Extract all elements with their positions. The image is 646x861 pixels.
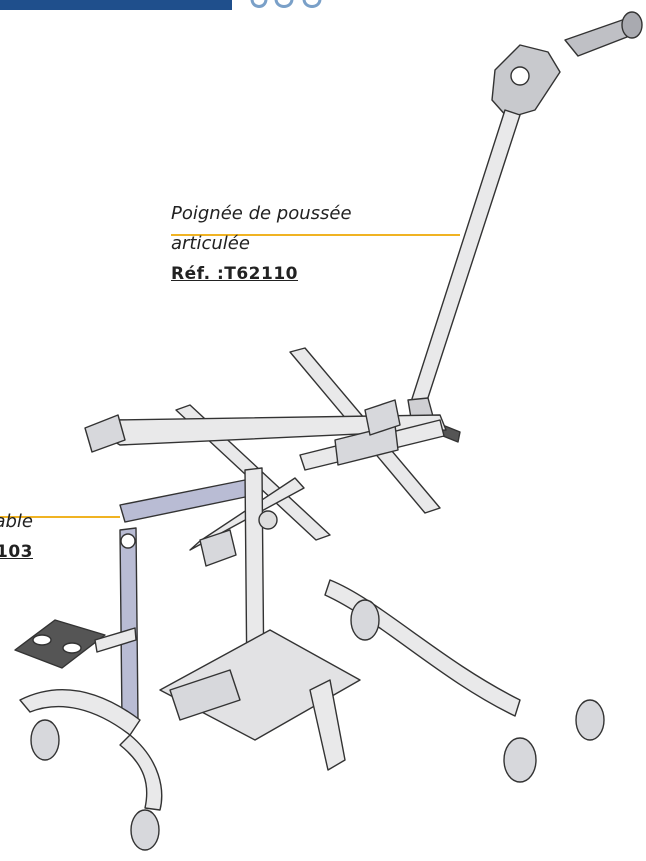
callout-reference: Réf. :T62110 (171, 264, 299, 284)
callout-left-line-1 (0, 477, 33, 507)
callout-left-line-2: able (0, 511, 33, 532)
push-handle-callout: Poignée de poussée articulée Réf. :T6211… (171, 199, 352, 289)
brand-logo (248, 0, 340, 8)
callout-left-reference: 103 (0, 542, 33, 562)
header-brand-band (0, 0, 232, 10)
callout-line-2: articulée (171, 233, 250, 254)
callout-line-1: Poignée de poussée (171, 203, 352, 224)
left-partial-callout: able 103 (0, 477, 33, 567)
push-handle-icon (407, 11, 643, 443)
